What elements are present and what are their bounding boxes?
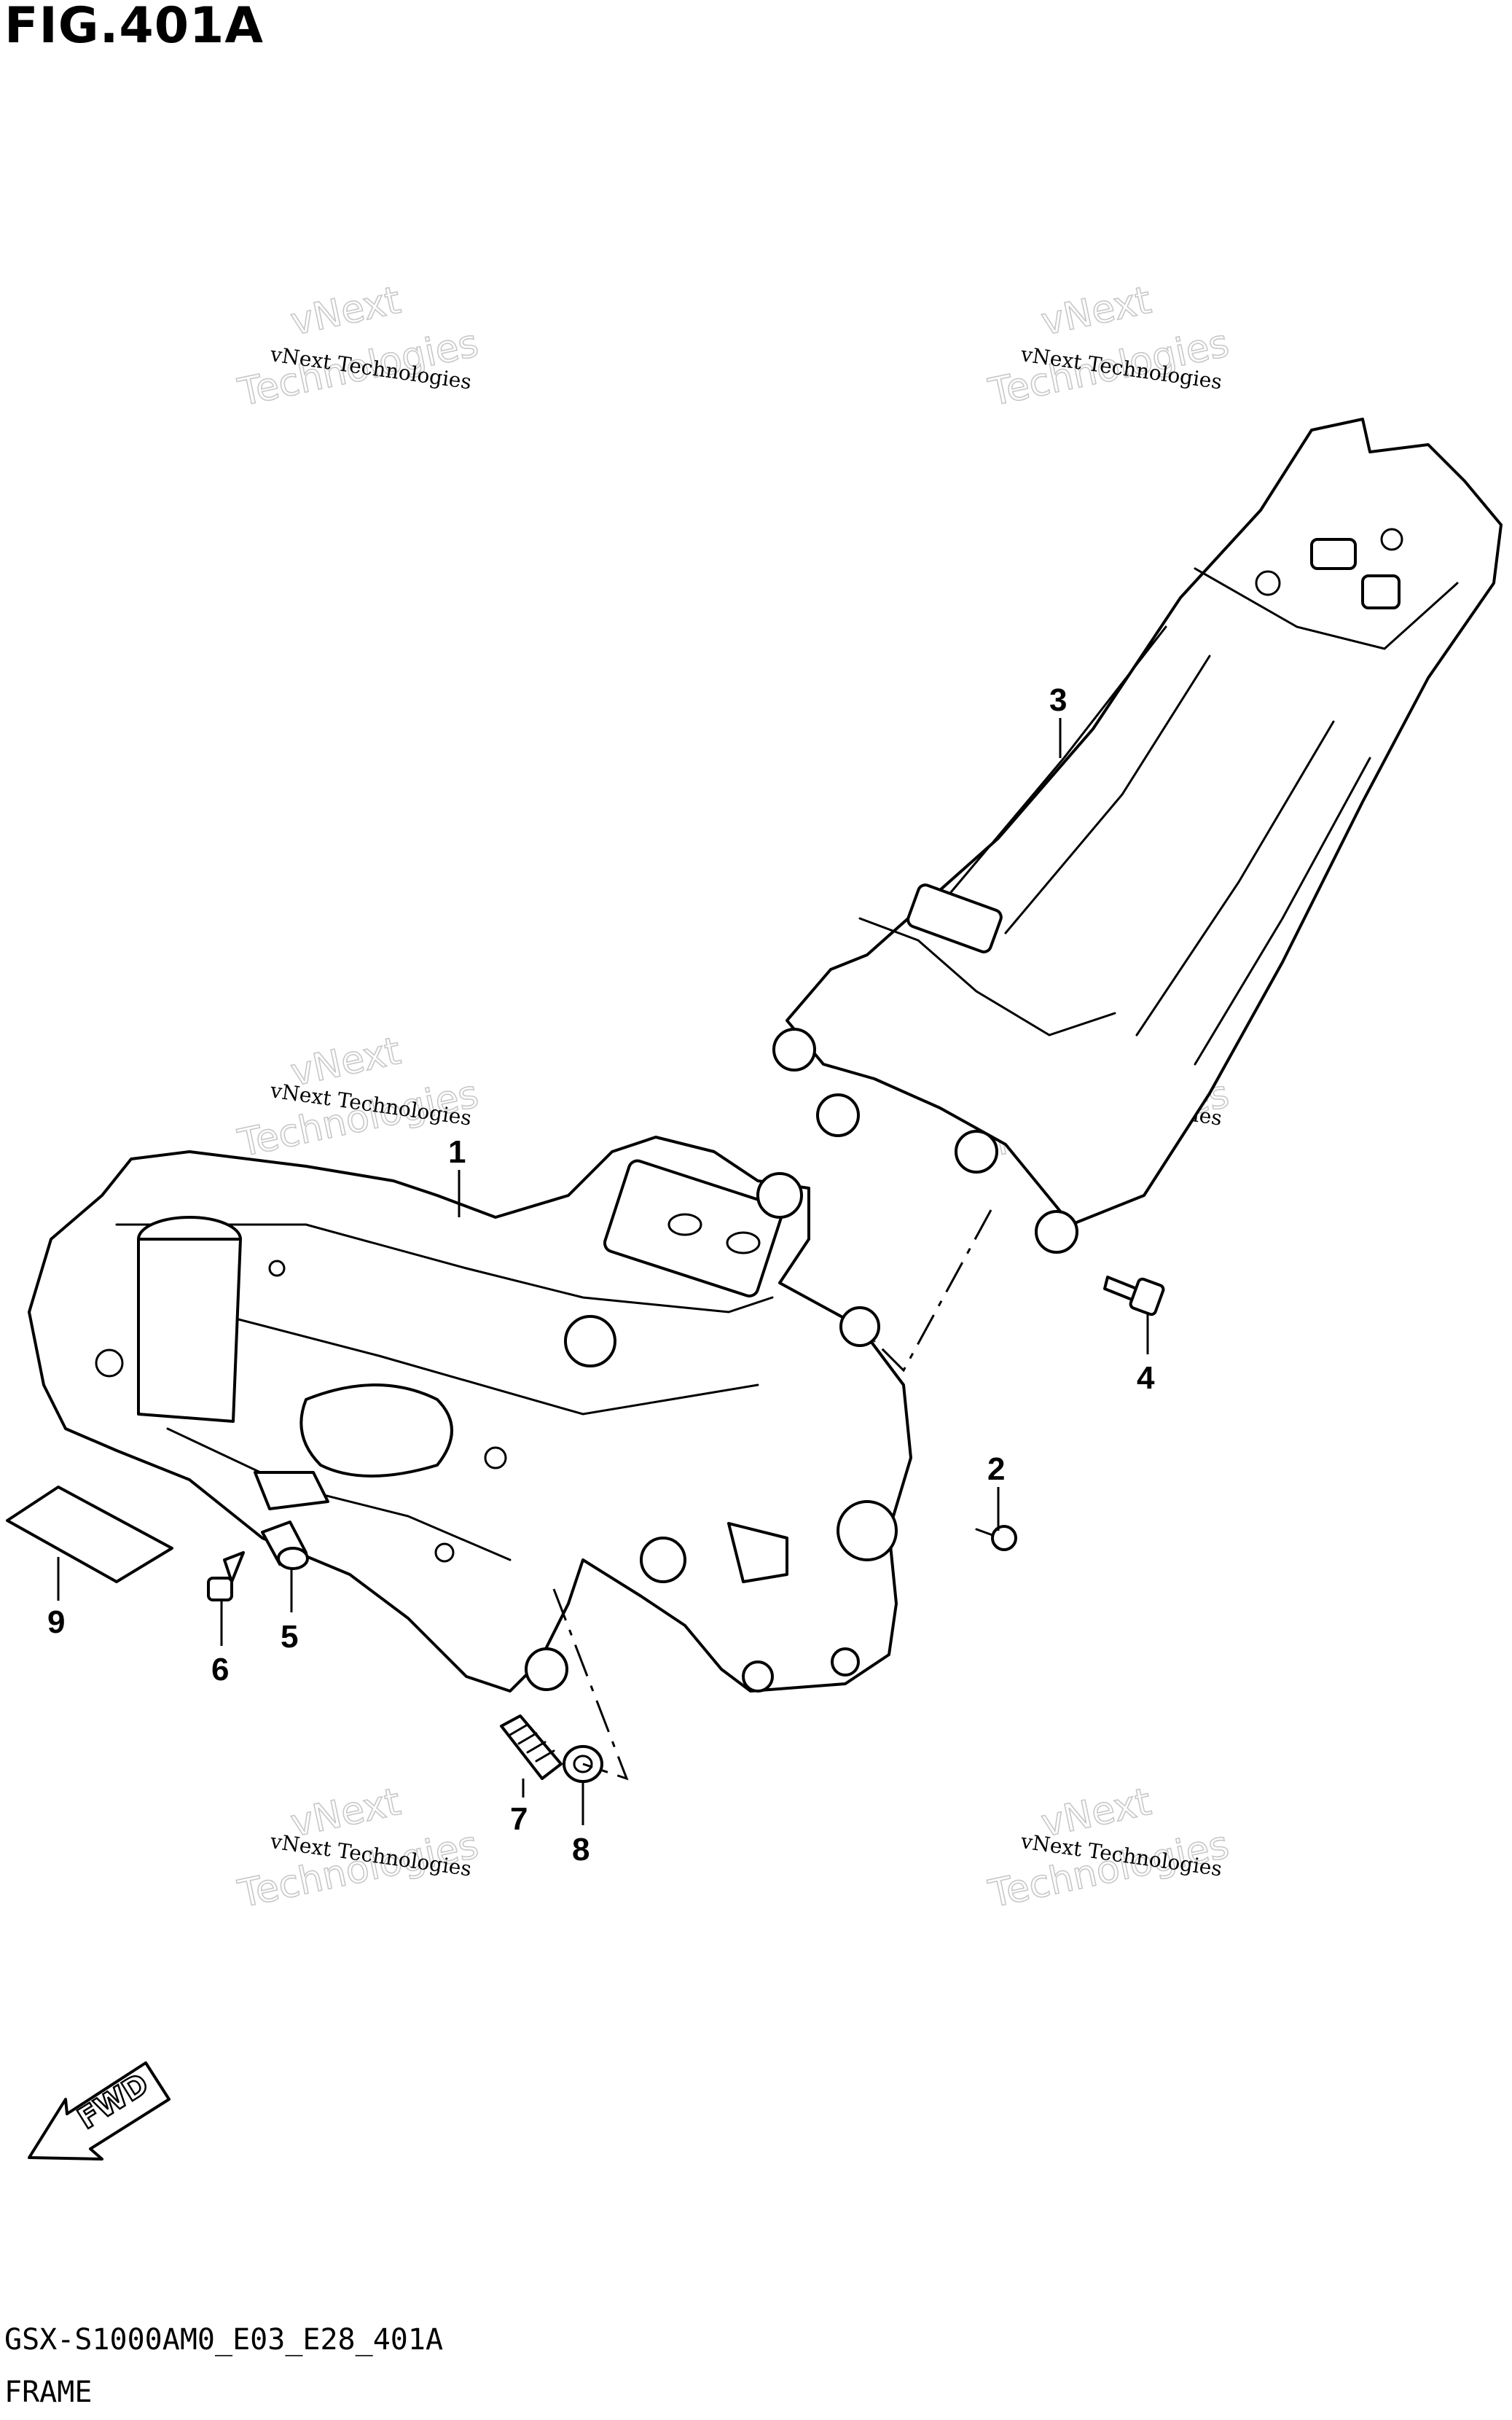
figure-title: FIG.401A — [4, 0, 264, 55]
watermark-brand: vNext — [287, 278, 404, 344]
callout-5: 5 — [281, 1619, 298, 1655]
watermark-top-left: vNext Technologies — [234, 278, 483, 415]
callout-7: 7 — [510, 1801, 528, 1837]
part-main-frame — [28, 1136, 912, 1693]
callout-4: 4 — [1137, 1360, 1155, 1396]
part-clip — [975, 1525, 1017, 1551]
footer-model-code: GSX-S1000AM0_E03_E28_401A — [4, 2323, 444, 2357]
callout-3: 3 — [1049, 682, 1067, 718]
part-seat-rail — [772, 418, 1503, 1254]
watermark-top-right: vNext Technologies — [984, 278, 1234, 415]
part-bolt-lower — [207, 1551, 245, 1601]
callout-9: 9 — [47, 1604, 65, 1640]
part-label-sticker — [6, 1486, 173, 1583]
part-bolt-upper — [1103, 1276, 1165, 1316]
fwd-arrow-icon: FWD — [28, 2061, 171, 2161]
part-collar — [261, 1521, 309, 1570]
callout-1: 1 — [448, 1134, 466, 1170]
assembly-line-rail — [873, 1209, 992, 1373]
callout-8: 8 — [572, 1832, 589, 1867]
footer-section-name: FRAME — [4, 2376, 93, 2409]
callout-6: 6 — [211, 1652, 229, 1687]
assembly-line-bolt — [552, 1588, 629, 1781]
part-threaded-bolt — [500, 1714, 563, 1780]
callout-2: 2 — [987, 1451, 1005, 1487]
watermark-brand: vNext — [1038, 278, 1155, 344]
